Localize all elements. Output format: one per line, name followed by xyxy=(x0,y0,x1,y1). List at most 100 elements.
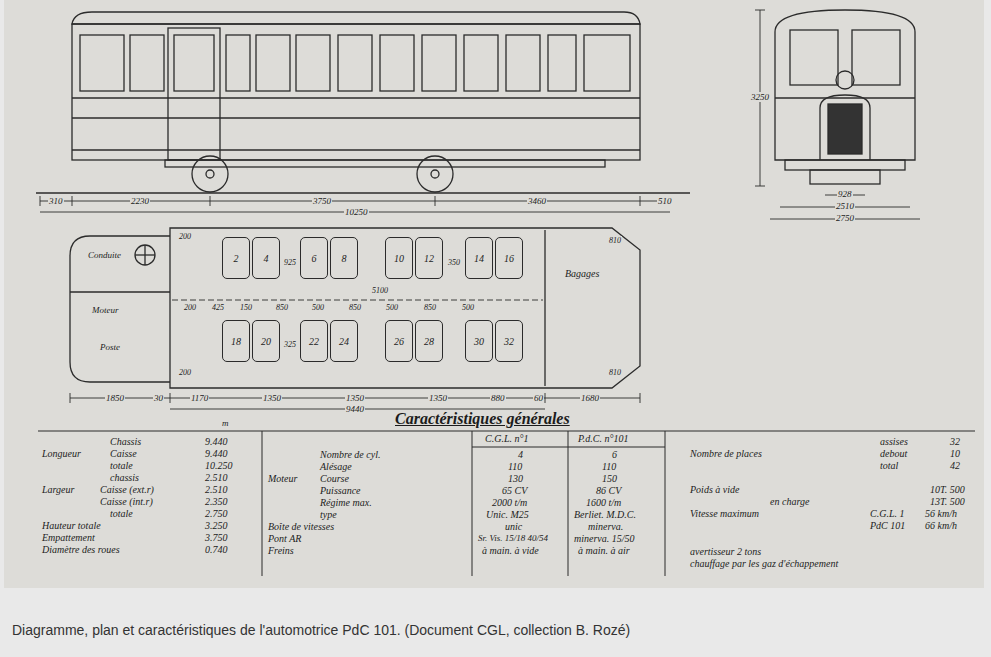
part-label: Bagages xyxy=(565,268,599,280)
table-rule xyxy=(262,431,263,576)
table-cell: 2.510 xyxy=(205,472,228,484)
dimension-value: 928 xyxy=(837,189,853,199)
seat-number: 26 xyxy=(394,336,404,347)
seat-box: 30 xyxy=(465,320,493,362)
centre-line xyxy=(172,300,543,301)
seat-box: 10 xyxy=(385,237,413,279)
dimension-value: 1170 xyxy=(190,393,209,403)
ground-line xyxy=(36,192,690,193)
table-cell: Course xyxy=(320,473,349,485)
table-cell: 86 CV xyxy=(596,485,621,497)
table-cell: m xyxy=(222,418,229,428)
dimension-tick xyxy=(210,196,211,206)
table-cell: Largeur xyxy=(42,484,74,496)
dimension-value: 10250 xyxy=(344,207,369,217)
table-cell: Vitesse maximum xyxy=(690,508,759,520)
plan-view xyxy=(70,228,640,388)
dimension-value: 5100 xyxy=(371,286,389,295)
window xyxy=(464,35,498,91)
wheel xyxy=(192,156,228,192)
front-body xyxy=(775,10,915,160)
table-cell: Nombre de cyl. xyxy=(320,449,380,461)
seat-number: 14 xyxy=(474,253,484,264)
paper xyxy=(4,0,984,588)
table-cell: debout xyxy=(880,448,907,460)
table-cell: 3.250 xyxy=(205,520,228,532)
window xyxy=(380,35,414,91)
radiator-grille xyxy=(828,104,862,154)
table-cell: 2.350 xyxy=(205,496,228,508)
dimension-value: 1350 xyxy=(262,393,282,403)
dimension-value: 150 xyxy=(239,303,253,312)
front-dimensions xyxy=(755,10,920,219)
dimension-value: 30 xyxy=(153,393,164,403)
dimension-tick xyxy=(640,393,641,403)
table-cell: 3.750 xyxy=(205,532,228,544)
dimension-value: 425 xyxy=(211,303,225,312)
table-cell: total xyxy=(880,460,898,472)
table-cell: P.d.C. n°101 xyxy=(578,433,629,445)
seat-box: 8 xyxy=(330,237,358,279)
seat-box: 26 xyxy=(385,320,413,362)
chassis-front xyxy=(810,170,880,184)
table-grid xyxy=(38,431,975,576)
seat-box: 32 xyxy=(495,320,523,362)
dimension-value: 9440 xyxy=(345,404,365,414)
dimension-value: 1350 xyxy=(345,393,365,403)
steering-wheel xyxy=(135,245,155,265)
table-cell: 130 xyxy=(508,473,523,485)
bumper xyxy=(785,160,905,170)
dimension-value: 810 xyxy=(608,236,622,245)
dimension-value: 850 xyxy=(275,303,289,312)
dimension-value: 1850 xyxy=(105,393,125,403)
window xyxy=(548,35,576,91)
seat-number: 8 xyxy=(342,253,347,264)
table-cell: Régime max. xyxy=(320,497,372,509)
table-cell: 2.510 xyxy=(205,484,228,496)
window xyxy=(506,35,540,91)
table-cell: minerva. 15/50 xyxy=(574,533,635,545)
windscreen xyxy=(852,30,900,85)
dimension-value: 200 xyxy=(178,232,192,241)
table-cell: chassis xyxy=(110,472,139,484)
part-label: Conduite xyxy=(88,250,121,260)
seat-number: 32 xyxy=(504,336,514,347)
table-cell: 0.740 xyxy=(205,544,228,556)
table-cell: 110 xyxy=(508,461,522,473)
belt-line xyxy=(72,117,640,118)
windscreen xyxy=(790,30,838,85)
skirt-line xyxy=(72,149,640,150)
table-cell: C.G.L. 1 xyxy=(870,508,904,520)
dimension-value: 3750 xyxy=(312,196,332,206)
belt-line xyxy=(775,97,915,98)
seat-number: 20 xyxy=(261,336,271,347)
table-cell: 10.250 xyxy=(205,460,233,472)
dimension-value: 1680 xyxy=(580,393,600,403)
seat-number: 2 xyxy=(234,253,239,264)
window xyxy=(338,35,372,91)
table-cell: 2000 t/m xyxy=(492,497,527,509)
dimension-value: 850 xyxy=(423,303,437,312)
partition xyxy=(544,230,545,386)
table-cell: totale xyxy=(110,508,133,520)
table-cell: Puissance xyxy=(320,485,361,497)
wheel-hub xyxy=(431,170,439,178)
wheel xyxy=(417,156,453,192)
dimension-value: 810 xyxy=(608,368,622,377)
table-cell: en charge xyxy=(770,496,809,508)
table-cell: Caisse xyxy=(110,448,137,460)
body-plan xyxy=(170,228,640,388)
dimension-value: 500 xyxy=(385,303,399,312)
belt-line xyxy=(72,97,640,98)
dimension-tick xyxy=(170,393,171,403)
table-cell: Sr. Vis. 15/18 40/54 xyxy=(478,533,548,543)
front-elevation xyxy=(775,10,915,184)
table-cell: type xyxy=(320,509,337,521)
side-elevation xyxy=(36,12,690,193)
dimension-value: 350 xyxy=(447,258,461,267)
window xyxy=(584,35,630,91)
table-cell: Alésage xyxy=(320,461,352,473)
table-cell: 9.440 xyxy=(205,436,228,448)
